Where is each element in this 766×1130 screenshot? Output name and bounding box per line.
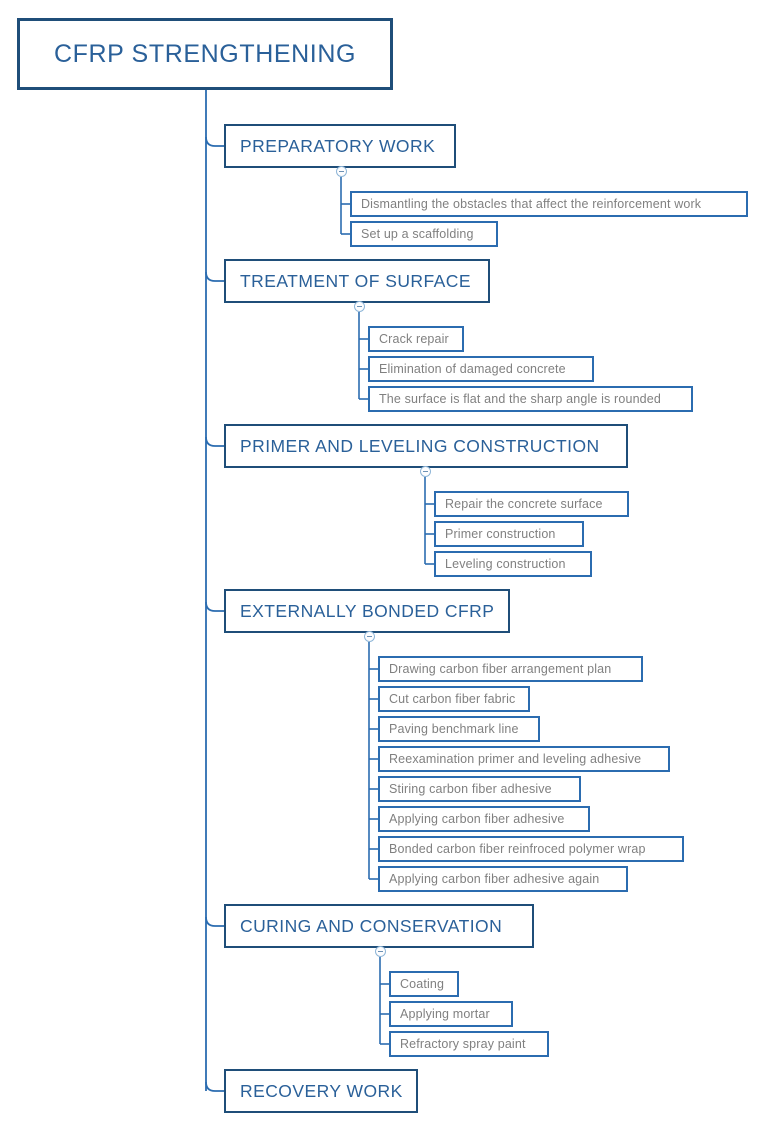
leaf-node-label: Applying mortar	[400, 1007, 490, 1021]
branch-node-label: CURING AND CONSERVATION	[240, 915, 503, 936]
minus-icon	[357, 306, 362, 307]
leaf-node-label: Applying carbon fiber adhesive again	[389, 872, 600, 886]
leaf-node-label: Bonded carbon fiber reinfroced polymer w…	[389, 842, 646, 856]
branch-node-3[interactable]: PRIMER AND LEVELING CONSTRUCTION	[224, 424, 628, 468]
branch-node-6[interactable]: RECOVERY WORK	[224, 1069, 418, 1113]
branch-node-label: EXTERNALLY BONDED CFRP	[240, 600, 495, 621]
leaf-node-1-2[interactable]: Set up a scaffolding	[350, 221, 498, 247]
leaf-node-label: Crack repair	[379, 332, 449, 346]
leaf-node-4-4[interactable]: Reexamination primer and leveling adhesi…	[378, 746, 670, 772]
leaf-node-5-2[interactable]: Applying mortar	[389, 1001, 513, 1027]
leaf-node-4-6[interactable]: Applying carbon fiber adhesive	[378, 806, 590, 832]
leaf-node-5-1[interactable]: Coating	[389, 971, 459, 997]
leaf-node-4-2[interactable]: Cut carbon fiber fabric	[378, 686, 530, 712]
leaf-node-label: Leveling construction	[445, 557, 566, 571]
branch-node-5[interactable]: CURING AND CONSERVATION	[224, 904, 534, 948]
leaf-node-label: The surface is flat and the sharp angle …	[379, 392, 661, 406]
leaf-node-label: Applying carbon fiber adhesive	[389, 812, 565, 826]
leaf-node-label: Set up a scaffolding	[361, 227, 474, 241]
branch-node-4[interactable]: EXTERNALLY BONDED CFRP	[224, 589, 510, 633]
leaf-node-label: Stiring carbon fiber adhesive	[389, 782, 552, 796]
leaf-node-3-1[interactable]: Repair the concrete surface	[434, 491, 629, 517]
minus-icon	[339, 171, 344, 172]
leaf-node-label: Drawing carbon fiber arrangement plan	[389, 662, 612, 676]
leaf-node-label: Primer construction	[445, 527, 556, 541]
leaf-node-label: Refractory spray paint	[400, 1037, 526, 1051]
leaf-node-3-2[interactable]: Primer construction	[434, 521, 584, 547]
leaf-node-5-3[interactable]: Refractory spray paint	[389, 1031, 549, 1057]
branch-node-label: PREPARATORY WORK	[240, 135, 436, 156]
collapse-toggle-icon-3[interactable]	[420, 466, 431, 477]
collapse-toggle-icon-4[interactable]	[364, 631, 375, 642]
minus-icon	[367, 636, 372, 637]
leaf-node-2-3[interactable]: The surface is flat and the sharp angle …	[368, 386, 693, 412]
minus-icon	[378, 951, 383, 952]
root-node[interactable]: CFRP STRENGTHENING	[17, 18, 393, 90]
leaf-node-label: Cut carbon fiber fabric	[389, 692, 516, 706]
leaf-node-2-2[interactable]: Elimination of damaged concrete	[368, 356, 594, 382]
collapse-toggle-icon-5[interactable]	[375, 946, 386, 957]
branch-node-label: PRIMER AND LEVELING CONSTRUCTION	[240, 435, 600, 456]
leaf-node-label: Reexamination primer and leveling adhesi…	[389, 752, 642, 766]
leaf-node-label: Paving benchmark line	[389, 722, 519, 736]
leaf-node-3-3[interactable]: Leveling construction	[434, 551, 592, 577]
leaf-node-4-1[interactable]: Drawing carbon fiber arrangement plan	[378, 656, 643, 682]
branch-node-label: TREATMENT OF SURFACE	[240, 270, 472, 291]
leaf-node-2-1[interactable]: Crack repair	[368, 326, 464, 352]
leaf-node-4-7[interactable]: Bonded carbon fiber reinfroced polymer w…	[378, 836, 684, 862]
branch-node-2[interactable]: TREATMENT OF SURFACE	[224, 259, 490, 303]
leaf-node-label: Elimination of damaged concrete	[379, 362, 566, 376]
branch-node-1[interactable]: PREPARATORY WORK	[224, 124, 456, 168]
leaf-node-4-8[interactable]: Applying carbon fiber adhesive again	[378, 866, 628, 892]
collapse-toggle-icon-1[interactable]	[336, 166, 347, 177]
branch-node-label: RECOVERY WORK	[240, 1080, 403, 1101]
leaf-node-4-3[interactable]: Paving benchmark line	[378, 716, 540, 742]
leaf-node-4-5[interactable]: Stiring carbon fiber adhesive	[378, 776, 581, 802]
leaf-node-label: Dismantling the obstacles that affect th…	[361, 197, 702, 211]
leaf-node-1-1[interactable]: Dismantling the obstacles that affect th…	[350, 191, 748, 217]
leaf-node-label: Coating	[400, 977, 445, 991]
root-node-label: CFRP STRENGTHENING	[54, 39, 357, 68]
collapse-toggle-icon-2[interactable]	[354, 301, 365, 312]
minus-icon	[423, 471, 428, 472]
leaf-node-label: Repair the concrete surface	[445, 497, 603, 511]
